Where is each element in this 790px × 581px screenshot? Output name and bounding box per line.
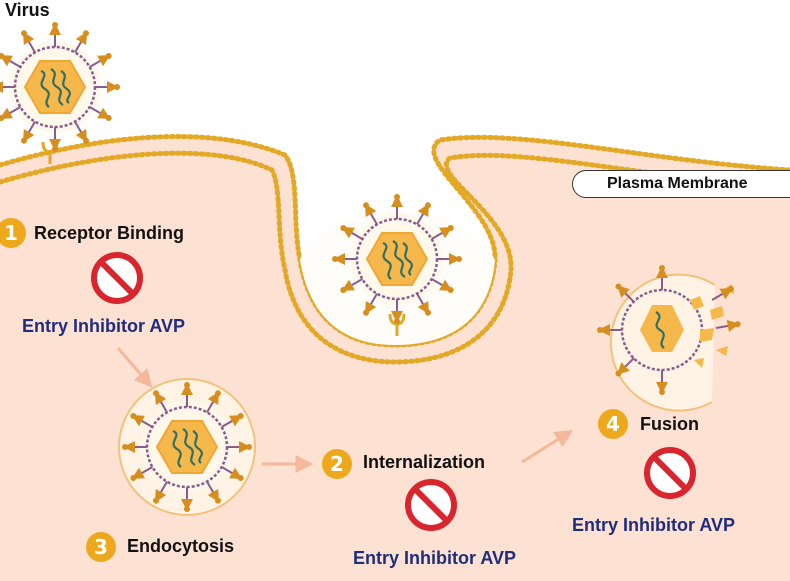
plasma-membrane-callout: Plasma Membrane	[572, 170, 790, 198]
step-label: Receptor Binding	[34, 223, 185, 243]
virus-label: Virus	[5, 0, 50, 20]
plasma-membrane-label: Plasma Membrane	[607, 175, 748, 192]
step-label: Fusion	[640, 414, 699, 434]
inhibitor-label: Entry Inhibitor AVP	[22, 316, 186, 336]
membrane-inner	[0, 150, 790, 365]
virus-free	[0, 22, 120, 152]
fusion-vesicle	[596, 264, 743, 412]
inhibitor-label: Entry Inhibitor AVP	[353, 548, 517, 568]
step-label: Internalization	[363, 452, 486, 472]
endosome-vesicle	[118, 378, 256, 516]
step-label: Endocytosis	[127, 536, 235, 556]
inhibitor-label: Entry Inhibitor AVP	[572, 515, 736, 535]
arrow-1-to-3	[116, 347, 153, 388]
step-number-badge: 4	[598, 409, 628, 439]
prohibit-icon	[408, 482, 454, 528]
prohibit-icon	[94, 255, 140, 301]
prohibit-icon	[647, 450, 693, 496]
step-number-badge: 3	[86, 532, 116, 562]
arrow-2-to-4	[521, 430, 574, 464]
step-number-badge: 2	[322, 449, 352, 479]
step-number-badge: 1	[0, 218, 26, 248]
